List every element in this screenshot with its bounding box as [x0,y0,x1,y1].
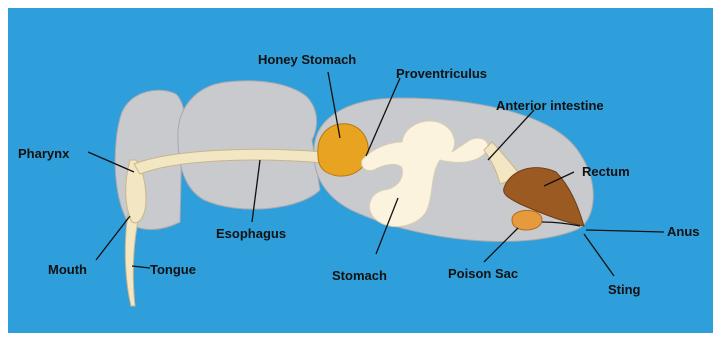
label-stomach: Stomach [332,268,387,283]
label-anterior-intestine: Anterior intestine [496,98,604,113]
label-pharynx: Pharynx [18,146,70,161]
label-anus: Anus [667,224,700,239]
honey-stomach-shape [318,124,368,176]
label-esophagus: Esophagus [216,226,286,241]
label-rectum: Rectum [582,164,630,179]
label-proventriculus: Proventriculus [396,66,487,81]
bee-thorax-shape [178,81,320,209]
label-poison-sac: Poison Sac [448,266,518,281]
label-sting: Sting [608,282,641,297]
poison-sac-shape [512,210,542,230]
label-tongue: Tongue [150,262,196,277]
label-honey-stomach: Honey Stomach [258,52,356,67]
label-mouth: Mouth [48,262,87,277]
